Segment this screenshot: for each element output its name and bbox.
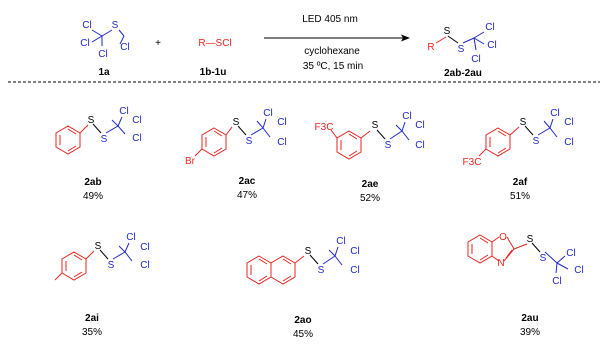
- reagent-1b-formula: R—SCl: [198, 38, 231, 49]
- product-2au-cl1: Cl: [566, 248, 575, 259]
- product-2ao-s1: S: [305, 246, 312, 257]
- product-2au-cl3: Cl: [552, 276, 561, 287]
- product-2af-structure: [478, 118, 558, 157]
- product-2ac-code: 2ac: [239, 176, 256, 187]
- product-2ae-structure: [330, 121, 410, 160]
- product-2ae-cl1: Cl: [402, 111, 411, 122]
- product-2af-code: 2af: [513, 177, 528, 188]
- reagent-1a-cl-sulfenyl: Cl: [120, 42, 129, 53]
- general-product-cl3: Cl: [471, 54, 480, 65]
- product-2ao-s2: S: [318, 265, 325, 276]
- product-2ai-structure: [54, 242, 133, 281]
- product-2ac-s1: S: [233, 117, 240, 128]
- reagent-1a-cl-bottom: Cl: [98, 49, 107, 60]
- product-2ai-code: 2ai: [85, 313, 99, 324]
- general-product-r: R: [427, 42, 434, 53]
- product-2af-cl3: Cl: [564, 137, 573, 148]
- product-2ao-cl1: Cl: [336, 236, 345, 247]
- product-2ab-structure: [55, 116, 126, 155]
- product-2ao-cl3: Cl: [350, 265, 359, 276]
- product-2ai-cl2: Cl: [140, 242, 149, 253]
- product-2au-o: O: [499, 232, 507, 243]
- reagent-1a-structure: [91, 29, 125, 46]
- reagent-1a-s: S: [112, 20, 119, 31]
- product-2ae-cf3: F3C: [315, 122, 334, 133]
- product-2ai-cl1: Cl: [126, 232, 135, 243]
- product-2af-cf3: F3C: [463, 157, 482, 168]
- product-2au-s2: S: [540, 253, 547, 264]
- product-2au-n: N: [497, 258, 504, 269]
- product-2ae-cl2: Cl: [415, 120, 424, 131]
- product-2af-cl1: Cl: [550, 108, 559, 119]
- product-2ae-code: 2ae: [362, 179, 379, 190]
- product-2ac-cl1: Cl: [263, 108, 272, 119]
- general-product-s1: S: [444, 26, 451, 37]
- product-2ao-code: 2ao: [294, 315, 311, 326]
- product-2au-s1: S: [527, 234, 534, 245]
- product-2ab-cl2: Cl: [132, 115, 141, 126]
- product-2ac-yield: 47%: [237, 190, 257, 201]
- product-2ao-cl2: Cl: [350, 246, 359, 257]
- reaction-arrow: [264, 34, 410, 42]
- reagent-1a-cl-top: Cl: [82, 20, 91, 31]
- product-2ac-cl3: Cl: [277, 137, 286, 148]
- product-2ao-structure: [246, 246, 343, 285]
- product-2ao-yield: 45%: [293, 329, 313, 340]
- general-product-cl1: Cl: [485, 22, 494, 33]
- product-2ai-yield: 35%: [82, 327, 102, 338]
- product-2ab-s1: S: [88, 115, 95, 126]
- condition-temp-time: 35 ºC, 15 min: [303, 61, 363, 72]
- product-2ae-cl3: Cl: [415, 140, 424, 151]
- condition-light: LED 405 nm: [302, 14, 358, 25]
- general-product-cl2: Cl: [487, 40, 496, 51]
- product-2ai-s1: S: [95, 241, 102, 252]
- product-2ab-cl1: Cl: [119, 106, 128, 117]
- general-product-code: 2ab-2au: [444, 68, 482, 79]
- reagent-1a-cl-left: Cl: [80, 38, 89, 49]
- product-2ab-yield: 49%: [83, 191, 103, 202]
- product-2ac-structure: [194, 118, 271, 157]
- reagent-1a-code: 1a: [98, 67, 110, 78]
- product-2au-structure: [467, 234, 569, 274]
- reagent-1b-code: 1b-1u: [200, 67, 227, 78]
- product-2af-s1: S: [520, 117, 527, 128]
- product-2ac-br: Br: [185, 156, 196, 167]
- product-2ab-cl3: Cl: [132, 133, 141, 144]
- product-2au-yield: 39%: [520, 327, 540, 338]
- product-2ac-s2: S: [246, 136, 253, 147]
- plus-sign: +: [155, 38, 161, 49]
- product-2ae-s2: S: [385, 140, 392, 151]
- product-2ab-s2: S: [101, 134, 108, 145]
- general-product-structure: [435, 31, 485, 51]
- product-2ai-cl3: Cl: [140, 260, 149, 271]
- product-2ai-s2: S: [108, 260, 115, 271]
- condition-solvent: cyclohexane: [304, 46, 360, 57]
- product-2ab-code: 2ab: [84, 177, 101, 188]
- product-2ae-s1: S: [372, 120, 379, 131]
- product-2ac-cl2: Cl: [277, 117, 286, 128]
- product-2af-cl2: Cl: [564, 117, 573, 128]
- product-2af-yield: 51%: [510, 191, 530, 202]
- product-2ae-yield: 52%: [360, 193, 380, 204]
- product-2af-s2: S: [533, 136, 540, 147]
- general-product-s2: S: [458, 44, 465, 55]
- product-2au-code: 2au: [521, 313, 538, 324]
- product-2au-cl2: Cl: [574, 265, 583, 276]
